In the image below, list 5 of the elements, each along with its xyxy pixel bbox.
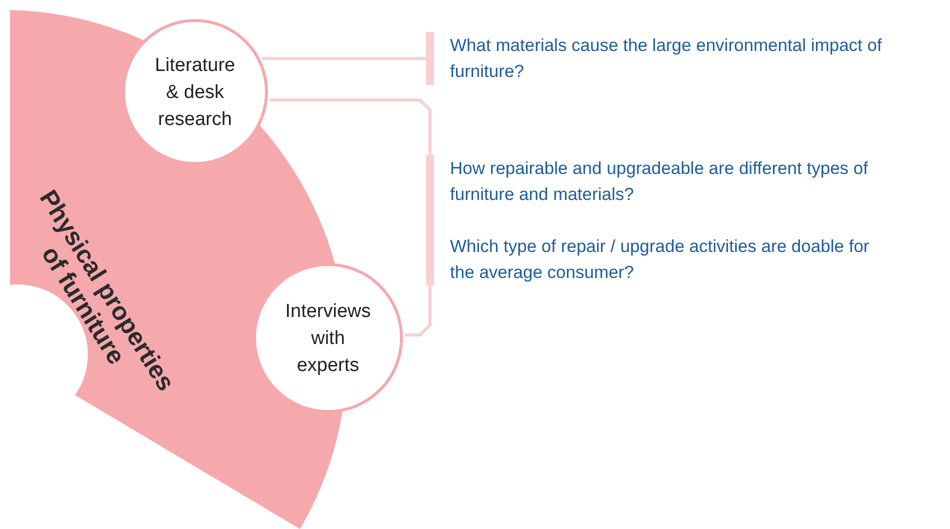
question-text: How repairable and upgradeable are different types of furniture and materials?: [450, 157, 870, 206]
connector-line: [270, 98, 432, 155]
question-text: Which type of repair / upgrade activities are doable for the average consumer?: [450, 235, 870, 284]
connector-line: [262, 57, 426, 60]
question-text: What materials cause the large environmental impact of furniture?: [450, 34, 883, 83]
